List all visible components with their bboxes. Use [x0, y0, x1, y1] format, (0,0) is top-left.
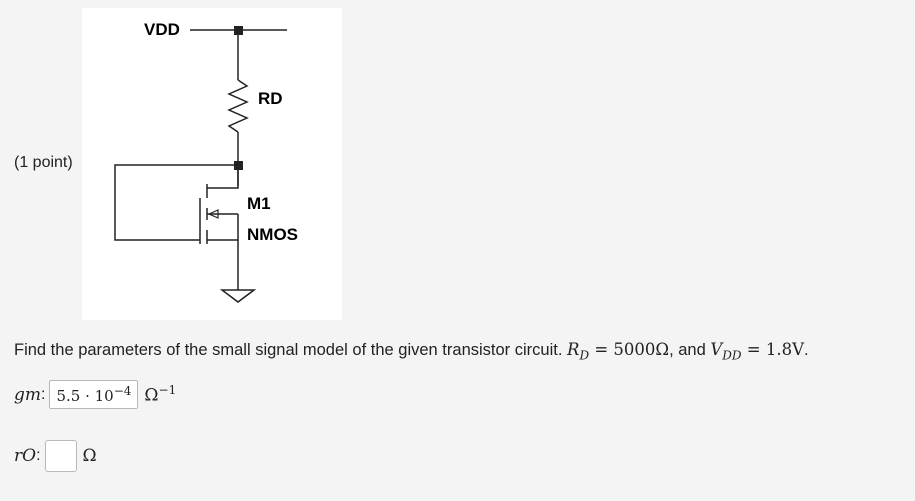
body-arrow: [207, 209, 219, 219]
rd-value: = 5000Ω: [589, 340, 670, 359]
ro-variable: r: [14, 446, 23, 466]
m1-label: M1: [247, 194, 271, 213]
rd-label: RD: [258, 89, 283, 108]
circuit-figure: VDD RD: [82, 8, 342, 320]
vdd-value: = 1.8V: [741, 340, 805, 359]
points-label: (1 point): [14, 154, 73, 171]
resistor-rd: [227, 79, 249, 133]
circuit-diagram: VDD RD: [114, 20, 298, 303]
gm-unit: Ω−1: [144, 383, 177, 406]
vdd-label: VDD: [144, 20, 180, 39]
gm-answer-input[interactable]: 5.5 · 10−4: [49, 380, 139, 409]
vdd-symbol: V: [710, 340, 723, 359]
ro-answer-input[interactable]: [44, 440, 77, 472]
nmos-label: NMOS: [247, 225, 298, 244]
question-text: Find the parameters of the small signal …: [14, 340, 809, 363]
source-lead: [207, 214, 239, 241]
ground-icon: [219, 289, 257, 303]
rd-symbol: R: [567, 340, 580, 359]
gm-variable: g: [14, 384, 25, 405]
vdd-node: [234, 26, 243, 35]
wire-drain-gate: [114, 164, 234, 241]
ro-unit: Ω: [82, 446, 97, 466]
drain-lead: [207, 165, 239, 189]
